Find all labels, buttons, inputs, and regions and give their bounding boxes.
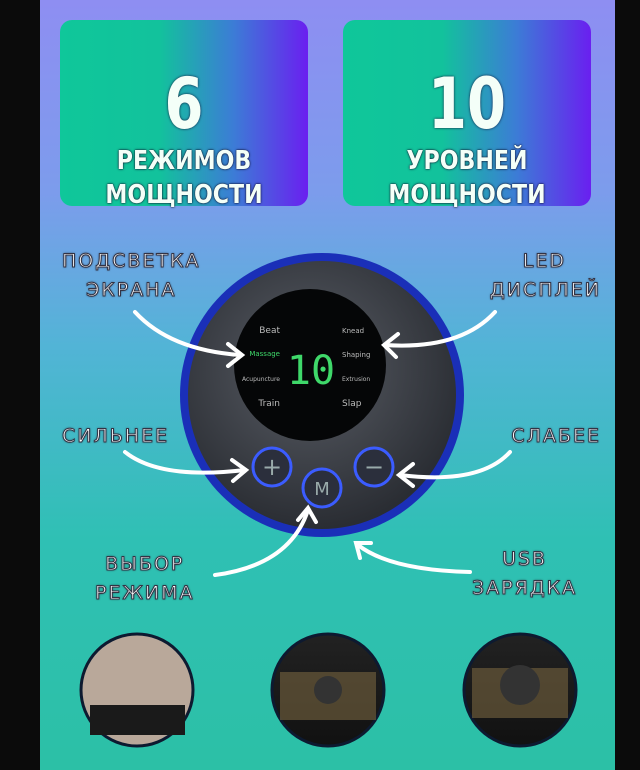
card-text: УРОВНЕЙ (406, 146, 528, 176)
mode-button[interactable]: M (301, 467, 343, 509)
card-text: РЕЖИМОВ (116, 146, 252, 176)
svg-text:M: M (314, 479, 330, 500)
product-infographic: 6 РЕЖИМОВ МОЩНОСТИ 10 УРОВНЕЙ МОЩНОСТИ B… (40, 0, 615, 770)
mode-label: Extrusion (342, 376, 370, 383)
modes-card: 6 РЕЖИМОВ МОЩНОСТИ (60, 20, 308, 210)
minus-button[interactable]: − (353, 446, 395, 488)
levels-count: 10 (428, 63, 506, 145)
mode-label-active: Massage (249, 350, 280, 358)
label-weaker: СЛАБЕЕ (511, 425, 601, 448)
device-illustration: Beat Massage Acupuncture Train Knead Sha… (79, 253, 578, 748)
modes-count: 6 (164, 63, 204, 145)
levels-card: 10 УРОВНЕЙ МОЩНОСТИ (343, 20, 591, 210)
mode-label: Train (257, 399, 280, 409)
mode-label: Shaping (342, 351, 370, 359)
svg-text:+: + (262, 453, 282, 481)
plus-button[interactable]: + (251, 446, 293, 488)
mode-label: Acupuncture (242, 376, 280, 383)
card-text: МОЩНОСТИ (388, 180, 546, 210)
led-display (234, 289, 386, 441)
mode-label: Knead (342, 327, 364, 335)
card-text: МОЩНОСТИ (105, 180, 263, 210)
label-stronger: СИЛЬНЕЕ (61, 425, 170, 448)
mode-label: Beat (259, 326, 280, 336)
mode-label: Slap (342, 399, 362, 409)
svg-text:−: − (364, 453, 384, 481)
arrow-icon (133, 310, 242, 357)
arrows (123, 310, 512, 577)
readout: 10 (287, 348, 335, 394)
photo-circles (79, 632, 578, 748)
